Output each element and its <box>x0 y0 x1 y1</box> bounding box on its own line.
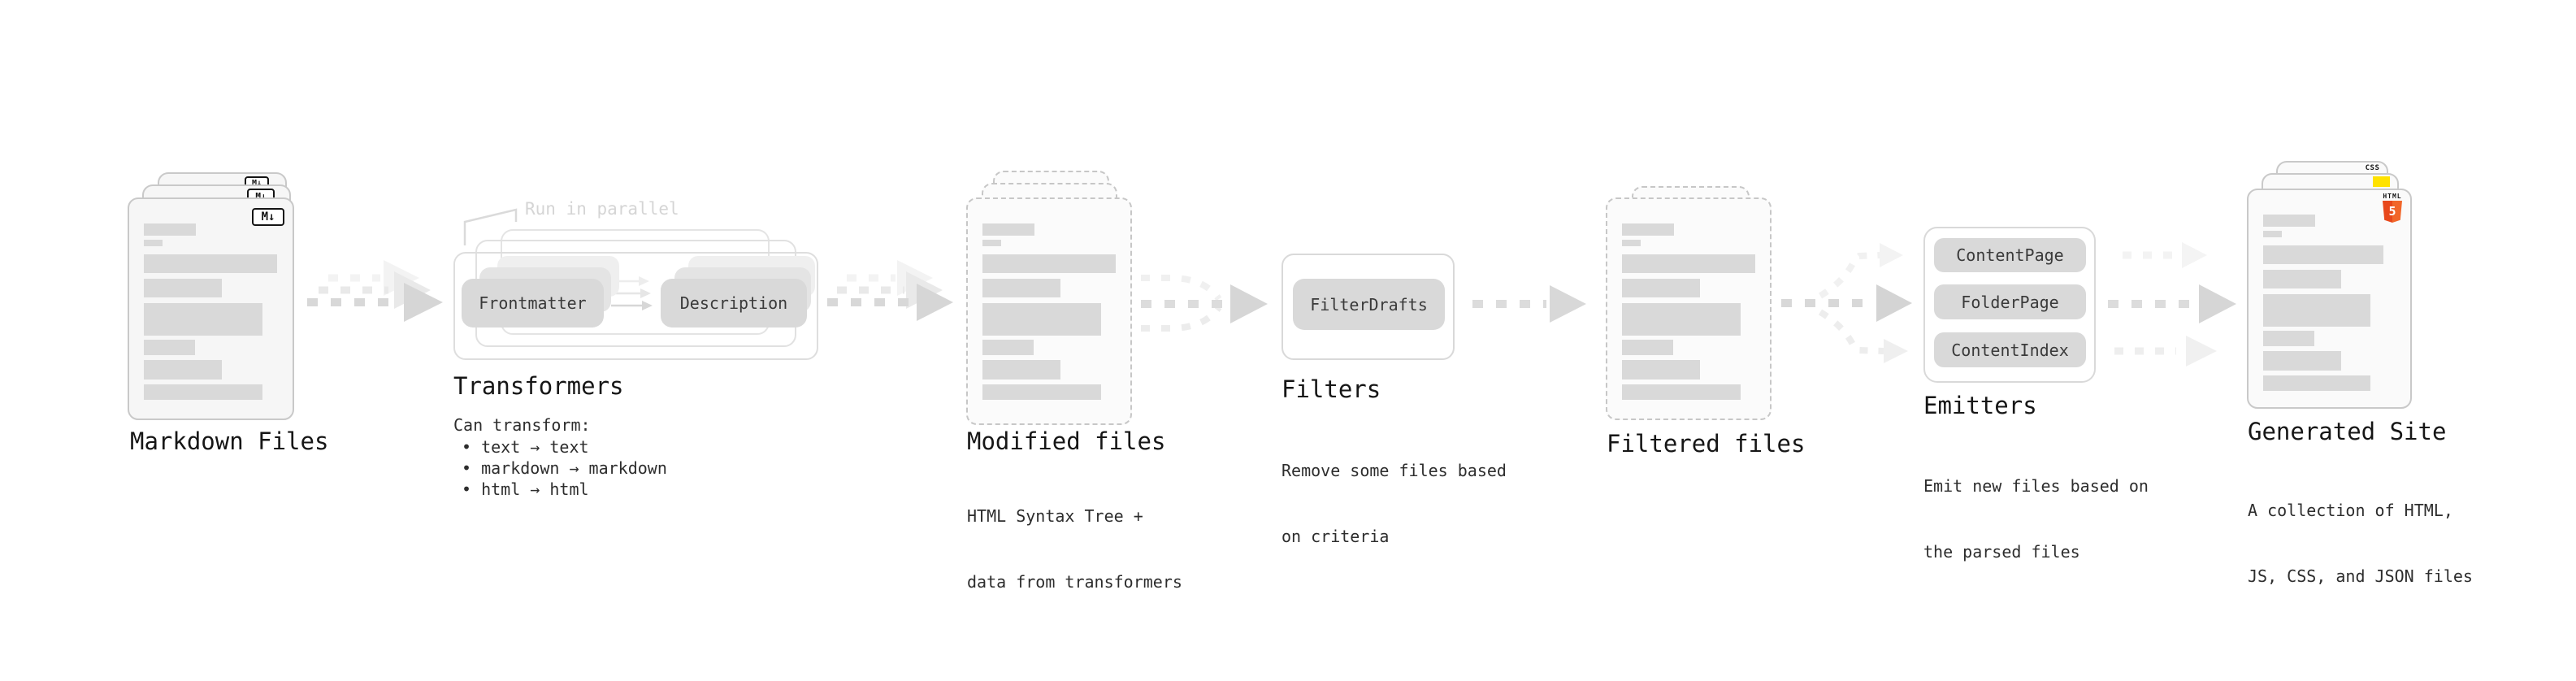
transformers-bullet: • text → text <box>462 437 589 457</box>
arrows-emitters-to-site <box>2108 242 2236 367</box>
emitters-caption: Emit new files based on the parsed files <box>1923 432 2149 607</box>
stage-emitters: ContentPage FolderPage ContentIndex Emit… <box>1923 227 2149 562</box>
transformers-bullet: • markdown → markdown <box>462 458 667 478</box>
html5-icon: HTML 5 <box>2382 193 2403 223</box>
stage-filtered-files: Filtered files <box>1606 161 1809 502</box>
stage-filters: FilterDrafts Filters Remove some files b… <box>1281 254 1507 546</box>
caption-line: on criteria <box>1281 527 1390 546</box>
caption-line: data from transformers <box>967 572 1182 592</box>
arrow-modified-to-filters-merge <box>1141 275 1268 332</box>
generated-site-caption: A collection of HTML, JS, CSS, and JSON … <box>2248 456 2473 631</box>
css-badge-text: CSS <box>2365 164 2380 172</box>
filtered-file-card-front <box>1606 197 1772 420</box>
transformers-label: Transformers <box>453 372 624 400</box>
svg-text:5: 5 <box>2388 204 2396 219</box>
emitters-label: Emitters <box>1923 392 2037 419</box>
arrow-markdown-to-transformers <box>307 260 443 322</box>
transformer-inner-arrows <box>611 276 653 310</box>
arrow-transformers-to-modified <box>827 260 953 321</box>
caption-line: HTML Syntax Tree + <box>967 506 1143 526</box>
filters-label: Filters <box>1281 375 1381 403</box>
transformers-caption-title: Can transform: <box>453 415 591 435</box>
generated-site-label: Generated Site <box>2248 418 2447 445</box>
html5-shield: 5 <box>2383 201 2402 223</box>
html5-badge-text: HTML <box>2383 193 2402 200</box>
javascript-icon <box>2373 176 2390 187</box>
transformers-bullet: • html → html <box>462 479 589 499</box>
stage-transformers: Run in parallel Frontmatter Description … <box>453 195 835 504</box>
modified-file-card-front <box>966 197 1132 425</box>
markdown-icon: M↓ <box>252 208 284 226</box>
markdown-files-label: Markdown Files <box>130 427 329 455</box>
caption-line: Emit new files based on <box>1923 476 2149 496</box>
caption-line: Remove some files based <box>1281 461 1507 480</box>
caption-line: the parsed files <box>1923 542 2080 562</box>
transformer-layer-box-front <box>453 252 818 360</box>
stage-markdown-files: M↓ M↓ M↓ Markdown Files <box>128 161 339 502</box>
arrow-filters-to-filtered <box>1472 285 1586 323</box>
filtered-files-label: Filtered files <box>1607 430 1806 458</box>
filters-caption: Remove some files based on criteria <box>1281 416 1507 592</box>
stage-generated-site: CSS HTML 5 Generated Site A colle <box>2247 161 2483 586</box>
run-in-parallel-callout-line <box>463 208 518 245</box>
caption-line: JS, CSS, and JSON files <box>2248 566 2473 586</box>
contentpage-pill: ContentPage <box>1934 238 2086 272</box>
markdown-file-card-front: M↓ <box>128 197 294 420</box>
stage-modified-files: Modified files HTML Syntax Tree + data f… <box>966 161 1182 592</box>
site-html-file-card: HTML 5 <box>2247 189 2412 409</box>
arrow-filtered-to-emitters-diverge <box>1781 243 1912 363</box>
contentindex-pill: ContentIndex <box>1934 332 2086 367</box>
modified-files-label: Modified files <box>967 427 1166 455</box>
frontmatter-pill: Frontmatter <box>462 279 604 327</box>
run-in-parallel-annotation: Run in parallel <box>525 199 679 219</box>
folderpage-pill: FolderPage <box>1934 284 2086 319</box>
caption-line: A collection of HTML, <box>2248 501 2453 520</box>
filterdrafts-pill: FilterDrafts <box>1293 279 1445 330</box>
description-pill: Description <box>661 279 807 327</box>
modified-files-caption: HTML Syntax Tree + data from transformer… <box>967 462 1182 637</box>
